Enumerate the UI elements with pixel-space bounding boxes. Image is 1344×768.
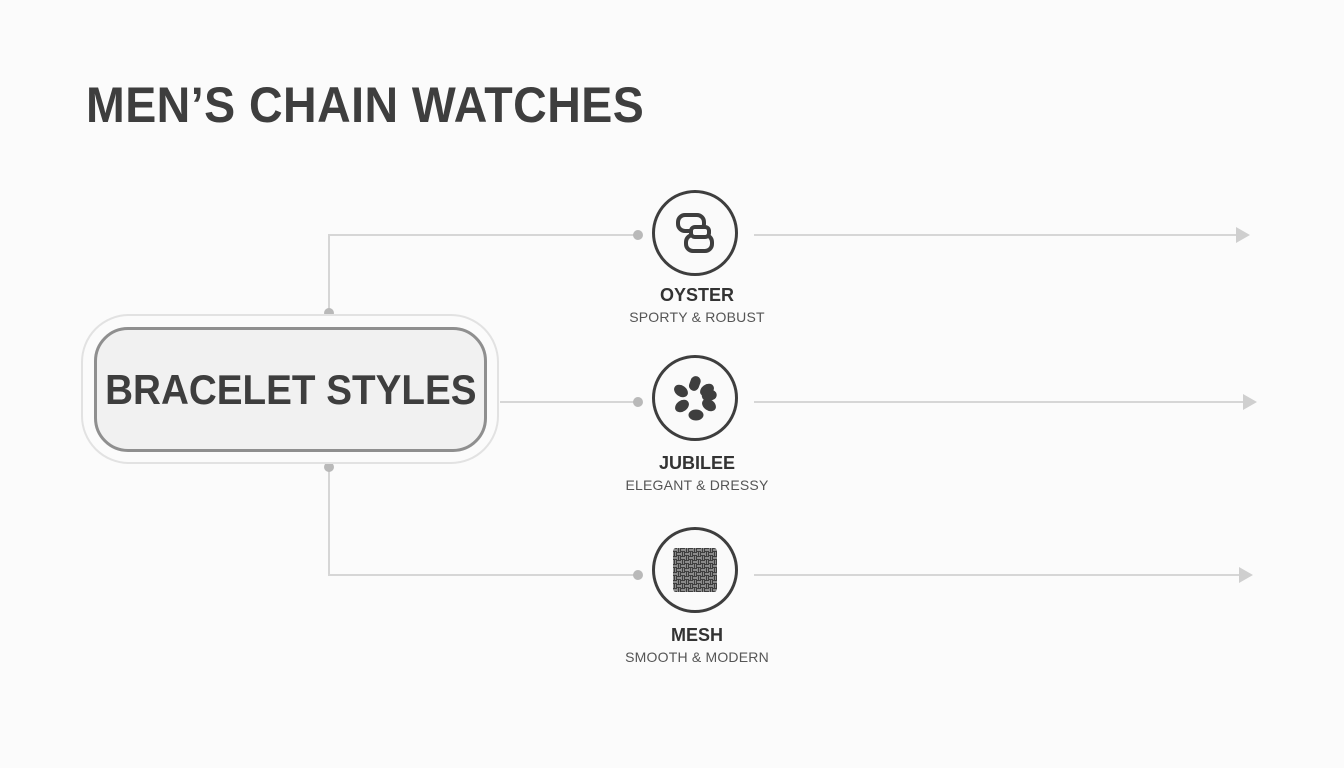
mesh-description: SMOOTH & MODERN: [625, 649, 769, 665]
junction-dot-bottom: [324, 462, 334, 472]
connector-oyster: [328, 234, 638, 313]
jubilee-link-icon: [652, 355, 738, 441]
jubilee-text: JUBILEE ELEGANT & DRESSY: [597, 452, 797, 493]
arrow-head-mesh: [1239, 567, 1253, 583]
oyster-description: SPORTY & ROBUST: [629, 309, 765, 325]
arrow-head-jubilee: [1243, 394, 1257, 410]
hub-node: BRACELET STYLES: [94, 327, 487, 452]
node-dot-mesh: [633, 570, 643, 580]
node-dot-oyster: [633, 230, 643, 240]
page-title: MEN’S CHAIN WATCHES: [86, 77, 645, 133]
mesh-name: MESH: [670, 625, 723, 645]
jubilee-description: ELEGANT & DRESSY: [625, 477, 769, 493]
oyster-name: OYSTER: [659, 285, 734, 305]
connector-mesh: [328, 467, 638, 576]
hub-label: BRACELET STYLES: [104, 365, 477, 413]
jubilee-name: JUBILEE: [658, 453, 736, 473]
arrow-head-oyster: [1236, 227, 1250, 243]
mesh-weave-icon: [652, 527, 738, 613]
mesh-text: MESH SMOOTH & MODERN: [597, 624, 797, 665]
oyster-link-icon: [652, 190, 738, 276]
oyster-text: OYSTER SPORTY & ROBUST: [597, 284, 797, 325]
node-dot-jubilee: [633, 397, 643, 407]
